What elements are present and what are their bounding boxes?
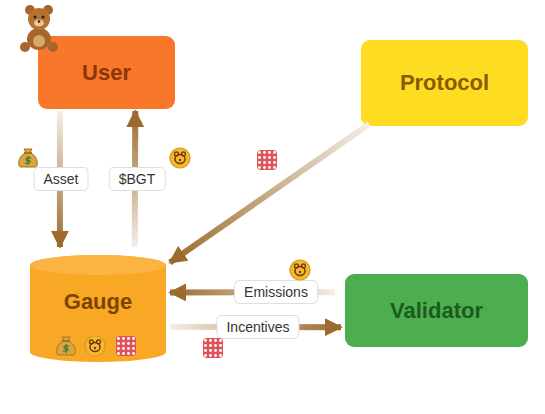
bgt-icon: [85, 336, 105, 356]
edge-label: $BGT: [109, 167, 166, 191]
user-box: User: [38, 36, 175, 109]
cylinder-top: [30, 255, 166, 275]
node-text: Gauge: [64, 289, 132, 315]
node-text: User: [82, 60, 131, 86]
bgt-icon: [170, 148, 190, 168]
token-icon: [203, 338, 223, 358]
asset-icon: [19, 149, 38, 167]
cylinder-body: [30, 255, 166, 362]
protocol-box: Protocol: [361, 40, 528, 126]
validator-box: Validator: [345, 274, 528, 347]
asset-icon: [57, 337, 76, 355]
edge-label: Incentives: [216, 315, 299, 339]
gauge-cylinder: Gauge: [30, 255, 166, 362]
node-text: Protocol: [400, 70, 489, 96]
token-icon: [116, 336, 136, 356]
bear-mascot: [20, 5, 58, 52]
edge-label: Asset: [33, 167, 88, 191]
bgt-icon: [290, 260, 310, 280]
node-text: Validator: [390, 298, 483, 324]
edge-label: Emissions: [234, 280, 318, 304]
token-icon: [257, 150, 277, 170]
flow-arrow: [170, 124, 369, 262]
